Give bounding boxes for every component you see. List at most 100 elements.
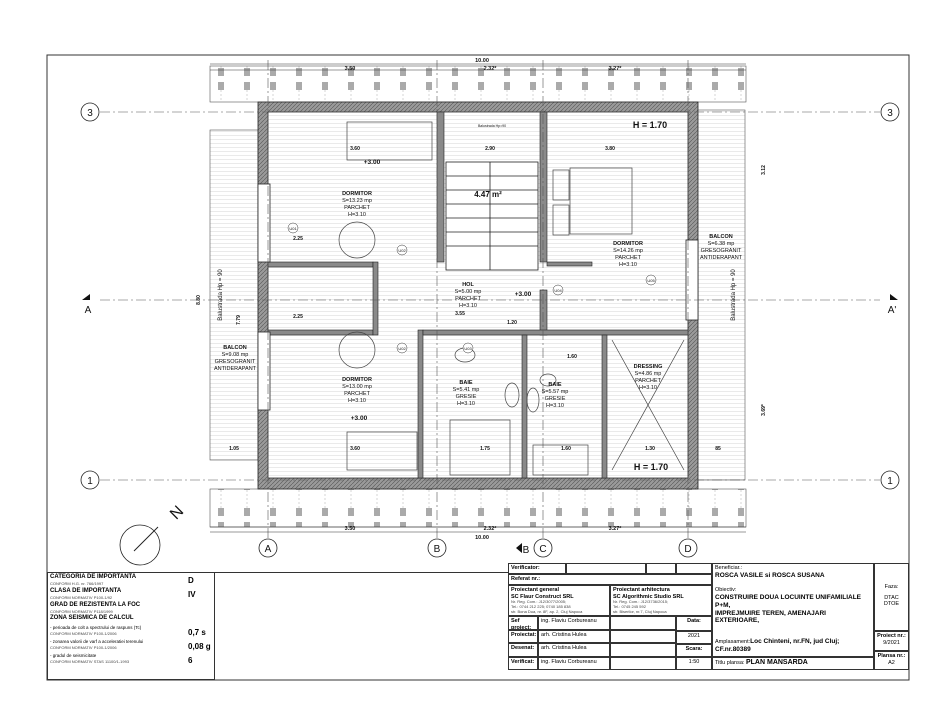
door-tag: U02	[398, 248, 406, 253]
level-mark: +3.00	[351, 415, 368, 422]
stair-area: 4.47 m²	[474, 190, 502, 199]
pa-label: Proiectant arhitectura	[613, 587, 670, 593]
signature-cell	[610, 643, 676, 657]
svg-text:S=13.00 mp: S=13.00 mp	[342, 384, 372, 390]
svg-text:S=14.26 mp: S=14.26 mp	[613, 248, 643, 254]
door-tag: U01	[289, 226, 297, 231]
axis-label-3-right: 3	[887, 108, 893, 119]
section-b-marker: B	[523, 545, 530, 556]
pa-name: SC Algorithmic Studio SRL	[613, 593, 684, 600]
svg-text:S=5.41 mp: S=5.41 mp	[453, 387, 480, 393]
room-balcon-left: BALCON S=9.08 mp GRESOGRANIT ANTIDERAPAN…	[214, 345, 257, 372]
info-row: - perioada de colt a spectrului de raspu…	[50, 625, 212, 640]
section-label-right: A'	[888, 305, 897, 316]
roof-eave-top	[209, 65, 747, 103]
svg-text:DORMITOR: DORMITOR	[342, 191, 372, 197]
roof-eave-bottom	[209, 488, 747, 528]
signature-cell	[610, 616, 676, 630]
titlu: PLAN MANSARDA	[745, 659, 808, 666]
axis-label-1-right: 1	[887, 476, 893, 487]
axis-label-a: A	[265, 544, 272, 555]
dim-seg2-bottom: 2.32*	[484, 526, 498, 532]
door-tag: U05	[647, 278, 655, 283]
faza-1: DTAC	[884, 594, 899, 601]
role-name: ing. Flaviu Corbureanu	[538, 656, 610, 670]
obiectiv-label: Obiectiv:	[715, 587, 737, 594]
level-mark: +3.00	[515, 291, 532, 298]
svg-text:S=5.00 mp: S=5.00 mp	[455, 289, 482, 295]
faza-label: Faza:	[884, 584, 899, 590]
svg-text:ANTIDERAPANT: ANTIDERAPANT	[700, 255, 743, 261]
dim: 2.25	[293, 236, 303, 242]
title-block-blank	[215, 572, 508, 680]
room-balcon-right: BALCON S=6.38 mp GRESOGRANIT ANTIDERAPAN…	[700, 234, 743, 261]
balustrade-left: Balustrada Hp = 90	[218, 269, 224, 321]
role-label: Desenat:	[508, 643, 538, 657]
dim: 3.80	[605, 146, 615, 152]
svg-text:PARCHET: PARCHET	[635, 378, 662, 384]
role-label: Verificat:	[508, 656, 538, 670]
svg-text:ANTIDERAPANT: ANTIDERAPANT	[214, 366, 257, 372]
north-label: N	[167, 503, 187, 523]
door-tag: U04	[554, 288, 562, 293]
info-sub: CONFORM H.G. nr. 766/1997	[50, 580, 104, 586]
info-value: 6	[188, 656, 193, 665]
height-mark: H = 1.70	[634, 462, 668, 472]
dim: 3.55	[455, 311, 465, 317]
info-sub: CONFORM NORMATIV P100-1/2006	[50, 644, 117, 650]
info-value: 0,08 g	[188, 642, 211, 651]
proiect-label: Proiect nr.:	[877, 633, 906, 639]
info-row: - gradul de seismicitate CONFORM NORMATI…	[50, 653, 212, 668]
svg-text:S=5.57 mp: S=5.57 mp	[542, 389, 569, 395]
role-label: Sef proiect:	[508, 616, 538, 630]
svg-text:H=3.10: H=3.10	[348, 212, 366, 218]
svg-text:PARCHET: PARCHET	[455, 296, 482, 302]
height-mark: H = 1.70	[633, 120, 667, 130]
dim: 1.60	[567, 354, 577, 360]
room-baie-2: BAIE S=5.57 mp GRESIE H=3.10	[542, 382, 569, 409]
dim: 1.20	[507, 320, 517, 326]
dim: 85	[715, 446, 721, 452]
svg-text:H=3.10: H=3.10	[546, 403, 564, 409]
dim-seg2-top: 2.32*	[484, 66, 498, 72]
info-label: - perioada de colt a spectrului de raspu…	[50, 625, 142, 630]
dim: 3.12	[761, 165, 767, 175]
amplasament-label: Amplasament:	[715, 639, 751, 646]
pg-l2: Tel.: 0744 212 225; 0740 185 838	[511, 603, 571, 609]
dim: 1.30	[645, 446, 655, 452]
balustrade-note: Balustrada Hp=90	[478, 124, 506, 128]
svg-text:S=4.86 mp: S=4.86 mp	[635, 371, 662, 377]
svg-text:S=13.23 mp: S=13.23 mp	[342, 198, 372, 204]
proiect-value: 9/2021	[883, 639, 900, 646]
svg-text:H=3.10: H=3.10	[639, 385, 657, 391]
proiect-nr: Proiect nr.: 9/2021	[874, 631, 909, 651]
interior-walls	[267, 111, 689, 479]
axis-label-c: C	[539, 544, 546, 555]
obiectiv-line2: IMPREJMUIRE TEREN, AMENAJARI EXTERIOARE,	[715, 609, 826, 625]
room-baie-1: BAIE S=5.41 mp GRESIE H=3.10	[453, 380, 480, 407]
axis-label-3-left: 3	[87, 108, 93, 119]
pa-l3: str. Biserilor, nr.7, Cluj Napoca	[613, 608, 667, 614]
beneficiar: ROSCA VASILE si ROSCA SUSANA	[715, 571, 825, 579]
svg-text:GRESIE: GRESIE	[456, 394, 477, 400]
grid-bubbles	[80, 102, 900, 558]
scara-label: Scara:	[676, 644, 712, 657]
plansa-value: A2	[888, 659, 895, 666]
referat-label: Referat nr.:	[508, 574, 712, 585]
info-value: 0,7 s	[188, 628, 206, 637]
svg-text:HOL: HOL	[462, 282, 474, 288]
balustrade-right: Balustrada Hp = 90	[731, 269, 737, 321]
svg-text:GRESIE: GRESIE	[545, 396, 566, 402]
verificator-value	[566, 563, 646, 574]
info-value: D	[188, 576, 194, 585]
pg-label: Proiectant general	[511, 587, 559, 593]
info-label: GRAD DE REZISTENTA LA FOC	[50, 602, 141, 608]
level-mark: +3.00	[364, 159, 381, 166]
svg-text:PARCHET: PARCHET	[615, 255, 642, 261]
svg-text:DORMITOR: DORMITOR	[613, 241, 643, 247]
pa-l2: Tel.: 0745 245 592	[613, 603, 646, 609]
svg-text:S=6.38 mp: S=6.38 mp	[708, 241, 735, 247]
plansa-label: Plansa nr.:	[877, 653, 906, 659]
scara-value: 1:50	[676, 657, 712, 670]
info-sub: CONFORM NORMATIV P100-1/2006	[50, 630, 117, 636]
